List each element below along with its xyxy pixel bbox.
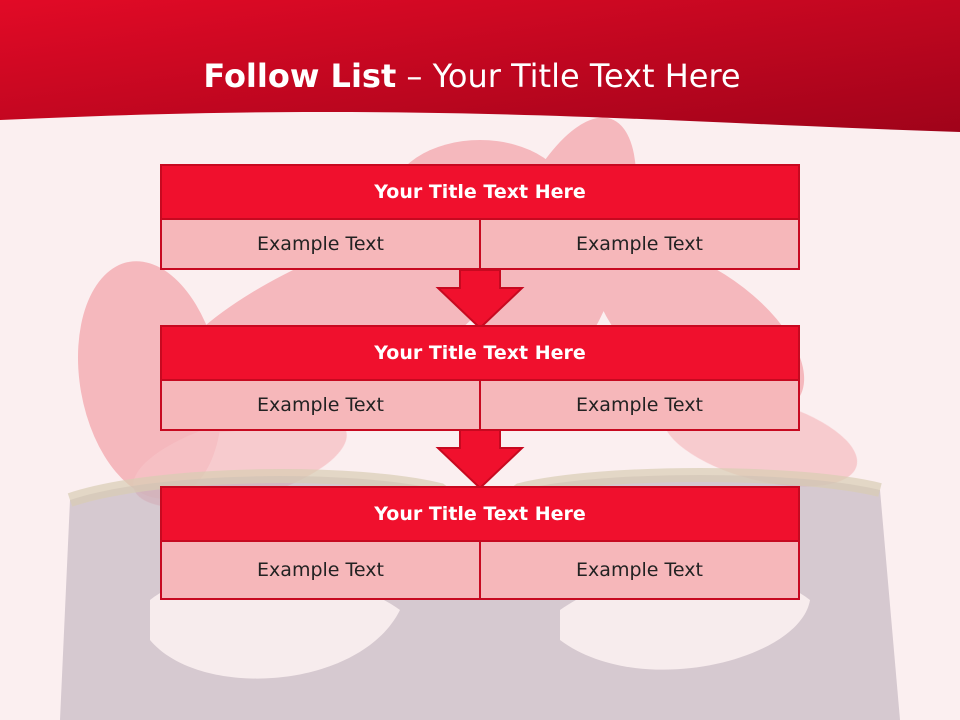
block-title: Your Title Text Here bbox=[160, 486, 800, 542]
list-block-1: Your Title Text Here Example Text Exampl… bbox=[160, 164, 800, 270]
block-title: Your Title Text Here bbox=[160, 164, 800, 220]
slide-title: Follow List – Your Title Text Here bbox=[0, 54, 944, 98]
block-row: Example Text Example Text bbox=[160, 381, 800, 431]
example-text-left: Example Text bbox=[160, 220, 481, 270]
list-block-2: Your Title Text Here Example Text Exampl… bbox=[160, 325, 800, 431]
example-text-left: Example Text bbox=[160, 542, 481, 600]
list-block-3: Your Title Text Here Example Text Exampl… bbox=[160, 486, 800, 600]
block-row: Example Text Example Text bbox=[160, 542, 800, 600]
title-bold: Follow List bbox=[203, 57, 397, 95]
block-title: Your Title Text Here bbox=[160, 325, 800, 381]
example-text-left: Example Text bbox=[160, 381, 481, 431]
example-text-right: Example Text bbox=[481, 542, 800, 600]
down-arrow-icon bbox=[435, 269, 525, 330]
title-rest: – Your Title Text Here bbox=[406, 57, 741, 95]
example-text-right: Example Text bbox=[481, 381, 800, 431]
example-text-right: Example Text bbox=[481, 220, 800, 270]
down-arrow-icon bbox=[435, 429, 525, 490]
block-row: Example Text Example Text bbox=[160, 220, 800, 270]
